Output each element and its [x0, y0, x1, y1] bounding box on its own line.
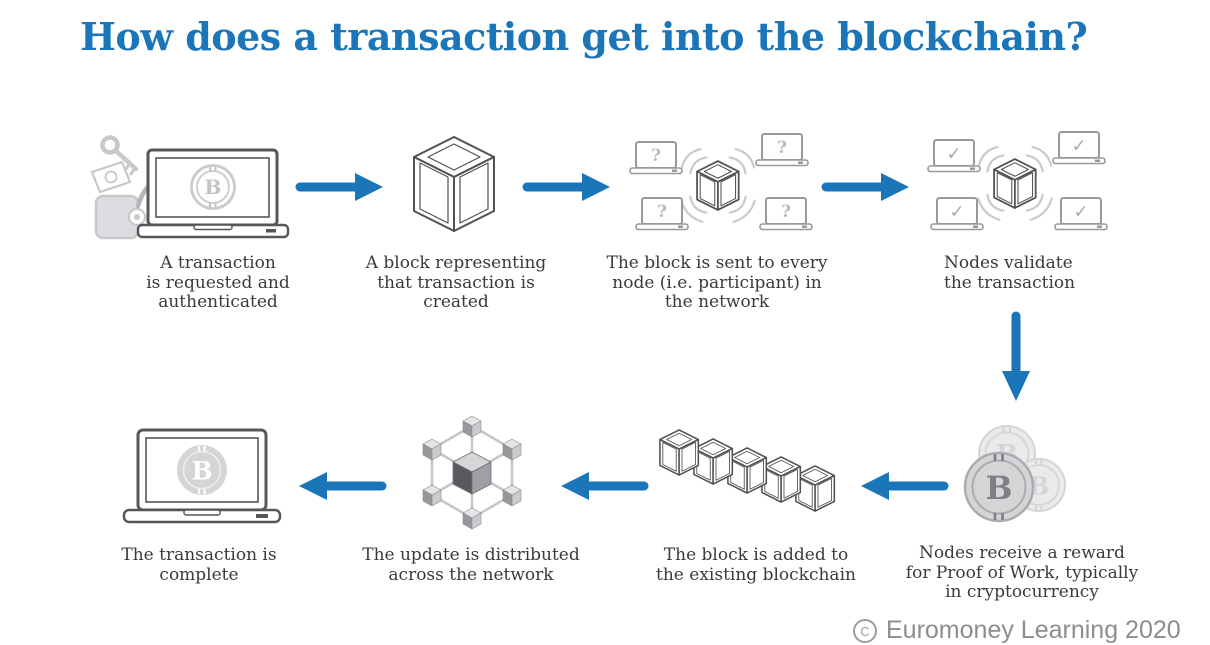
step-8-label: The transaction is complete	[121, 545, 277, 585]
node-laptop-question-icon: ?	[755, 133, 809, 167]
step-6-label: The block is added to the existing block…	[656, 545, 856, 585]
step-4-label: Nodes validate the transaction	[944, 253, 1076, 293]
svg-text:?: ?	[777, 138, 787, 158]
node-laptop-check-icon: ✓	[927, 139, 981, 173]
block-cube-icon	[413, 136, 495, 232]
key-icon	[100, 135, 139, 176]
step-1-label: A transaction is requested and authentic…	[146, 253, 290, 312]
footer-text: Euromoney Learning 2020	[886, 616, 1181, 644]
flow-arrow-right-icon	[522, 173, 610, 201]
footer-credit: C Euromoney Learning 2020	[853, 616, 1181, 645]
wallet-key-laptop-bitcoin-icon: B	[90, 135, 290, 240]
svg-text:?: ?	[781, 202, 791, 222]
bitcoin-coin-icon: B	[963, 451, 1035, 523]
wifi-waves-icon	[680, 148, 756, 223]
svg-text:B: B	[1029, 472, 1049, 501]
node-laptop-check-icon: ✓	[930, 197, 984, 231]
central-cube-icon	[452, 451, 492, 495]
block-broadcast-to-nodes-icon: ? ? ? ?	[629, 133, 813, 231]
bitcoin-coins-reward-icon: B B B	[963, 425, 1066, 523]
bitcoin-logo-icon: B	[177, 445, 227, 495]
svg-text:?: ?	[657, 202, 667, 222]
node-cubes	[422, 415, 522, 530]
flow-arrow-left-icon	[561, 472, 649, 500]
svg-text:✓: ✓	[1073, 202, 1088, 223]
step-5-label: Nodes receive a reward for Proof of Work…	[905, 543, 1139, 602]
copyright-icon: C	[853, 619, 877, 643]
nodes-validate-icon: ✓ ✓ ✓ ✓	[927, 131, 1108, 231]
node-laptop-check-icon: ✓	[1054, 197, 1108, 231]
node-laptop-question-icon: ?	[759, 197, 813, 231]
svg-text:?: ?	[651, 146, 661, 166]
bitcoin-logo-icon: B	[190, 164, 236, 210]
svg-text:✓: ✓	[1071, 136, 1086, 157]
laptop-bitcoin-complete-icon: B	[122, 428, 282, 524]
network-distribution-icon	[422, 415, 522, 530]
flow-arrow-left-icon	[861, 472, 949, 500]
svg-text:✓: ✓	[949, 202, 964, 223]
node-laptop-question-icon: ?	[635, 197, 689, 231]
flow-arrow-right-icon	[821, 173, 909, 201]
blockchain-row-icon	[659, 429, 836, 512]
block-cube-icon	[696, 160, 740, 211]
banknote-icon	[90, 160, 132, 194]
step-7-label: The update is distributed across the net…	[362, 545, 580, 585]
flow-arrow-left-icon	[299, 472, 387, 500]
node-laptop-question-icon: ?	[629, 141, 683, 175]
svg-text:B: B	[985, 469, 1012, 507]
svg-text:B: B	[191, 457, 212, 486]
flow-arrow-down-icon	[1002, 311, 1030, 401]
step-3-label: The block is sent to every node (i.e. pa…	[606, 253, 828, 312]
svg-text:B: B	[205, 175, 222, 199]
wifi-waves-icon	[977, 146, 1053, 221]
flow-arrow-right-icon	[295, 173, 383, 201]
step-2-label: A block representing that transaction is…	[365, 253, 547, 312]
page-title: How does a transaction get into the bloc…	[80, 14, 1088, 59]
node-laptop-check-icon: ✓	[1052, 131, 1106, 165]
block-cube-icon	[993, 158, 1037, 209]
svg-text:✓: ✓	[946, 144, 961, 165]
wallet-icon	[94, 194, 147, 240]
